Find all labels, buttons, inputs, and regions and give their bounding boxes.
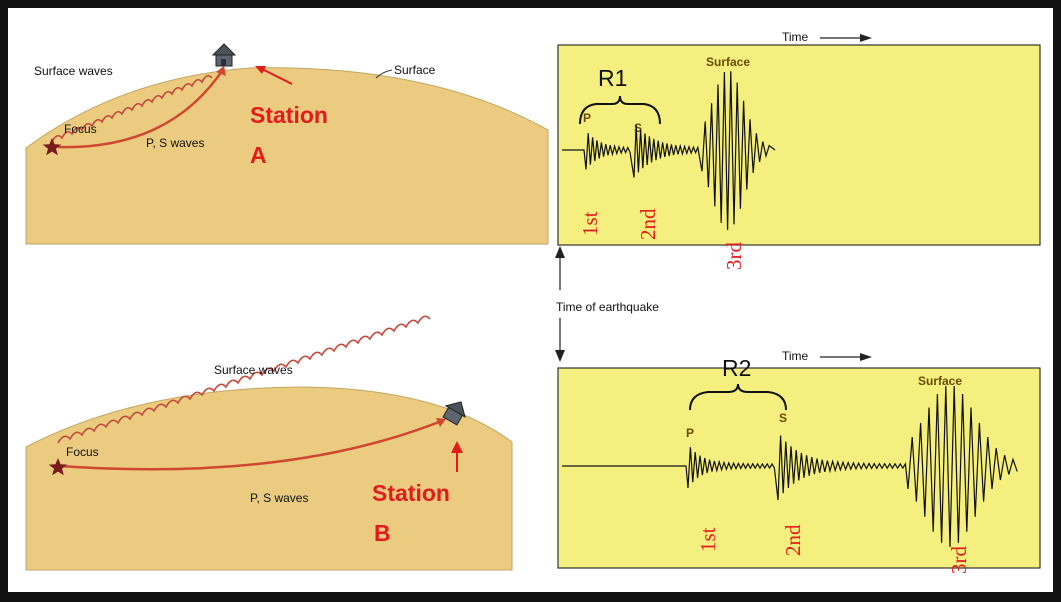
ps-wave-arrowhead-a: [216, 66, 226, 76]
surface-arrival-label-b: Surface: [918, 374, 962, 388]
surface-wave-path-b: [57, 315, 431, 444]
seismogram-record-a: [557, 44, 1041, 246]
surface-waves-label-b: Surface waves: [214, 363, 293, 377]
surface-leader-a: [375, 69, 393, 79]
earthquake-time-arrowhead-up: [555, 246, 565, 258]
time-of-earthquake-label: Time of earthquake: [556, 300, 659, 314]
station-pointer-arrowhead-b: [451, 441, 463, 453]
seismic-trace-b: [562, 386, 1018, 548]
ground-section-b: [25, 386, 513, 571]
p-label-a: P: [583, 111, 591, 125]
ps-waves-label-b: P, S waves: [250, 491, 308, 505]
station-pointer-arrow-a: [261, 68, 293, 85]
earth-diagram-a: Surface waves Surface Focus P, S waves S…: [25, 43, 549, 245]
station-house-icon-b: [442, 401, 466, 426]
range-label-r1: R1: [598, 65, 627, 91]
station-label-b: Station: [372, 480, 450, 506]
bracket-r2: [689, 383, 787, 411]
ground-section-a: [25, 67, 549, 245]
seismogram-a: Time R1 P S Surface 1st 2nd 3rd: [557, 30, 1041, 270]
earth-diagram-b: Surface waves Focus P, S waves Station B: [25, 315, 513, 571]
time-label-a: Time: [782, 30, 809, 44]
surface-waves-label-a: Surface waves: [34, 64, 113, 78]
time-label-b: Time: [782, 349, 809, 363]
ps-wave-ray-b: [59, 418, 445, 471]
surface-wave-path-a: [51, 74, 213, 143]
time-of-earthquake-marker: Time of earthquake: [555, 246, 659, 362]
arrival-order-2nd-a: 2nd: [636, 208, 660, 240]
arrival-order-3rd-a: 3rd: [722, 242, 746, 270]
seismogram-b: Time R2 P S Surface 1st 2nd 3rd: [557, 349, 1041, 574]
station-letter-b: B: [374, 520, 391, 546]
bracket-r1: [579, 95, 661, 125]
arrival-order-3rd-b: 3rd: [947, 546, 971, 574]
focus-star-icon-b: [48, 458, 68, 476]
station-pointer-arrowhead-a: [255, 66, 266, 74]
ps-wave-ray-a: [57, 67, 226, 149]
surface-arrival-label-a: Surface: [706, 55, 750, 69]
seismic-trace-b-line: [562, 386, 1018, 548]
seismogram-record-b: [557, 367, 1041, 569]
focus-label-b: Focus: [66, 445, 99, 459]
seismic-trace-a: [562, 71, 776, 230]
station-label-a: Station: [250, 102, 328, 128]
focus-star-icon-a: [42, 138, 62, 156]
s-label-b: S: [779, 411, 787, 425]
seismic-trace-a-line: [562, 71, 776, 230]
arrival-order-2nd-b: 2nd: [781, 524, 805, 556]
time-arrowhead-a: [860, 34, 872, 42]
station-house-icon-a: [211, 43, 237, 67]
range-label-r2: R2: [722, 355, 751, 381]
focus-label-a: Focus: [64, 122, 97, 136]
s-label-a: S: [634, 121, 642, 135]
ps-wave-arrowhead-b: [436, 418, 446, 427]
time-arrowhead-b: [860, 353, 872, 361]
figure-canvas: Surface waves Surface Focus P, S waves S…: [25, 30, 1041, 574]
earthquake-time-arrowhead-down: [555, 350, 565, 362]
arrival-order-1st-a: 1st: [578, 211, 602, 236]
ps-waves-label-a: P, S waves: [146, 136, 204, 150]
station-letter-a: A: [250, 142, 267, 168]
arrival-order-1st-b: 1st: [696, 527, 720, 552]
p-label-b: P: [686, 426, 694, 440]
surface-label-a: Surface: [394, 63, 436, 77]
